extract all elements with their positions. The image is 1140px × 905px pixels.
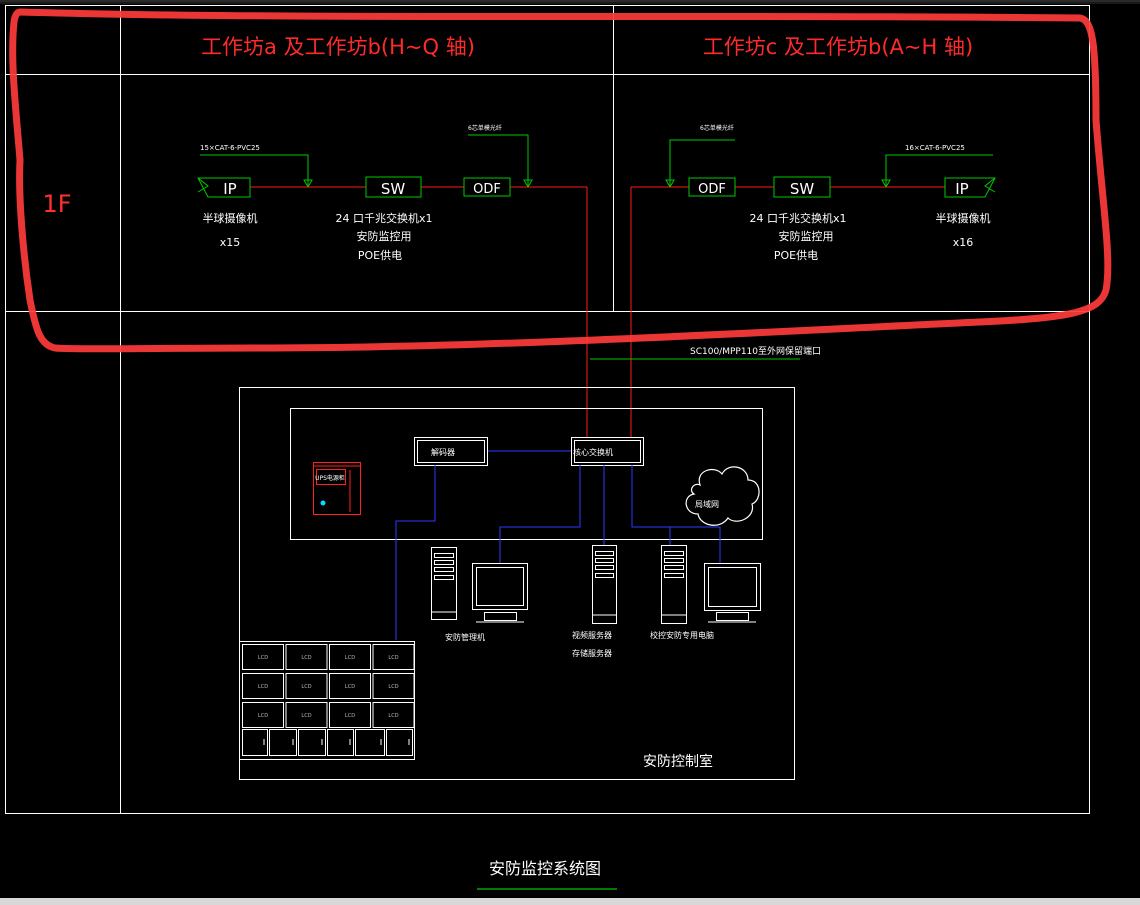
heading-right: 工作坊c 及工作坊b(A~H 轴)	[703, 35, 973, 59]
left-switch-line2: 安防监控用	[357, 229, 412, 243]
floor-label: 1F	[42, 190, 71, 218]
right-zone: 6芯单模光纤 16×CAT-6-PVC25 ODF SW IP 24 口千兆交换…	[631, 124, 996, 262]
right-sw-box[interactable]: SW	[773, 176, 831, 198]
tv-wall-screen	[329, 644, 371, 670]
core-switch-box[interactable]: 核心交换机	[571, 437, 644, 466]
tv-wall-screen-label: LCD	[301, 655, 311, 661]
control-room-frame	[239, 387, 795, 780]
workstation-security-pc[interactable]	[661, 545, 761, 624]
tv-wall-screen-label: LCD	[258, 684, 268, 690]
right-cable-spec: 16×CAT-6-PVC25	[905, 144, 965, 152]
trunk-cables	[586, 187, 632, 438]
right-odf-label: ODF	[698, 182, 726, 197]
left-odf-box[interactable]: ODF	[463, 177, 511, 197]
left-zone: 15×CAT-6-PVC25 6芯单模光纤 IP SW ODF 半球摄像机 x1…	[197, 124, 587, 262]
tv-wall-cabinet-door	[269, 729, 297, 756]
tv-wall-screen-label: LCD	[345, 713, 355, 719]
decoder-box[interactable]: 解码器	[414, 437, 488, 466]
tv-wall-screen	[242, 644, 284, 670]
right-switch-line2: 安防监控用	[779, 229, 834, 243]
lan-cloud[interactable]: 局域网	[685, 466, 760, 526]
control-room-name: 安防控制室	[643, 753, 713, 770]
left-ip-camera[interactable]: IP	[197, 177, 251, 198]
tv-wall-screen-label: LCD	[258, 655, 268, 661]
tv-wall-screen-label: LCD	[345, 655, 355, 661]
tv-wall-screen	[372, 673, 415, 699]
tv-wall-cabinet-door	[355, 729, 385, 756]
tv-wall-screen-label: LCD	[345, 684, 355, 690]
left-switch-line3: POE供电	[358, 248, 402, 262]
left-switch-line1: 24 口千兆交换机x1	[335, 211, 432, 225]
tv-wall-screen	[372, 702, 415, 728]
tv-wall-screen	[285, 702, 328, 728]
tv-wall-screen-label: LCD	[388, 713, 398, 719]
left-camera-count: x15	[220, 236, 241, 249]
tv-wall-screen	[329, 702, 371, 728]
tv-wall-screen	[285, 673, 328, 699]
tv-wall[interactable]: LCD LCD LCD LCD LCD LCD LCD LCD LCD LCD LCD LCD	[239, 641, 415, 760]
right-switch-line1: 24 口千兆交换机x1	[749, 211, 846, 225]
drawing-frame	[5, 5, 1090, 814]
right-ip-label: IP	[955, 180, 968, 198]
drawing-title: 安防监控系统图	[489, 859, 601, 878]
tv-wall-screen	[372, 644, 415, 670]
right-odf-box[interactable]: ODF	[688, 177, 736, 197]
heading-left: 工作坊a 及工作坊b(H~Q 轴)	[201, 35, 475, 59]
annotation-highlight-loop	[9, 8, 1112, 353]
decoder-label: 解码器	[431, 447, 455, 457]
left-fiber-note: 6芯单模光纤	[468, 124, 502, 132]
right-sw-label: SW	[790, 180, 815, 198]
trunk-label: SC100/MPP110至外网保留端口	[690, 345, 821, 357]
workstation2-label: 校控安防专用电脑	[650, 630, 714, 640]
workstation-security-manager[interactable]	[431, 547, 528, 623]
right-camera-count: x16	[953, 236, 974, 249]
left-camera-name: 半球摄像机	[203, 211, 258, 225]
core-switch-label: 核心交换机	[573, 447, 613, 457]
equipment-rack-area	[290, 408, 763, 540]
left-sw-box[interactable]: SW	[365, 176, 422, 198]
tv-wall-screen-label: LCD	[388, 655, 398, 661]
left-odf-label: ODF	[473, 182, 501, 197]
right-camera-name: 半球摄像机	[936, 211, 991, 225]
tv-wall-screen	[242, 673, 284, 699]
ups-label: UPS电源柜	[315, 474, 345, 482]
left-sw-label: SW	[381, 180, 406, 198]
tv-wall-screen	[329, 673, 371, 699]
tv-wall-cabinet-door	[298, 729, 326, 756]
tv-wall-screen	[285, 644, 328, 670]
tv-wall-screen-label: LCD	[301, 684, 311, 690]
tv-wall-cabinet-door	[386, 729, 413, 756]
workstation1-label: 安防管理机	[445, 632, 485, 642]
left-cable-spec: 15×CAT-6-PVC25	[200, 144, 260, 152]
left-ip-label: IP	[223, 180, 236, 198]
right-fiber-note: 6芯单模光纤	[700, 124, 734, 132]
tv-wall-cabinet-door	[242, 729, 268, 756]
lan-label: 局域网	[695, 499, 719, 509]
ups-cabinet[interactable]: UPS电源柜	[313, 462, 361, 515]
right-switch-line3: POE供电	[774, 248, 818, 262]
tv-wall-screen	[242, 702, 284, 728]
right-ip-camera[interactable]: IP	[944, 177, 996, 198]
network-lines	[395, 450, 721, 640]
server-label-line1: 视频服务器	[572, 630, 612, 640]
tv-wall-screen-label: LCD	[388, 684, 398, 690]
tv-wall-cabinet-door	[327, 729, 354, 756]
server-label-line2: 存储服务器	[572, 648, 612, 658]
tv-wall-screen-label: LCD	[258, 713, 268, 719]
video-storage-server[interactable]	[592, 545, 617, 624]
tv-wall-screen-label: LCD	[301, 713, 311, 719]
